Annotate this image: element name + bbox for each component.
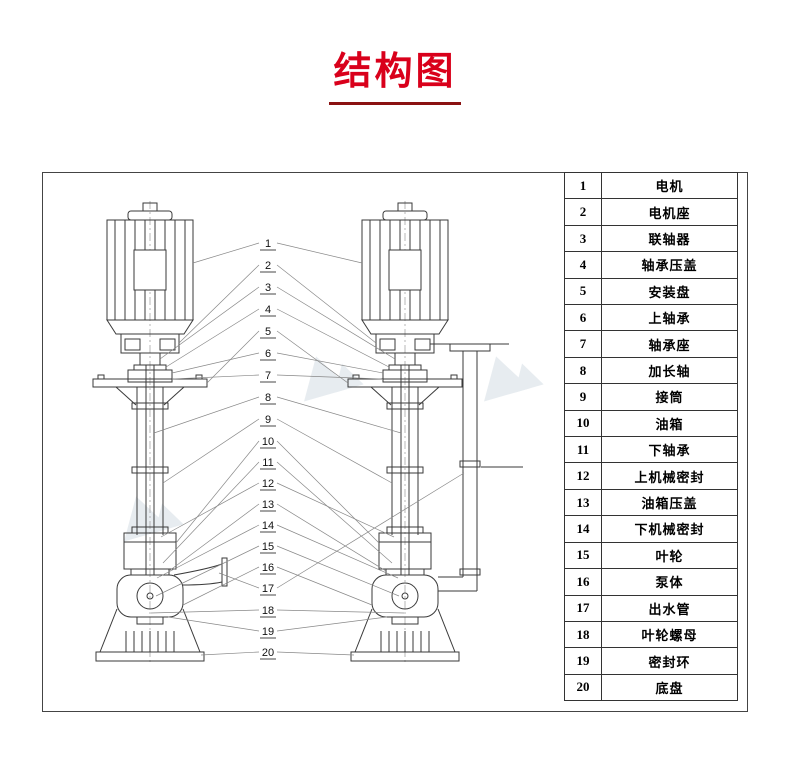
- part-number: 11: [565, 437, 602, 463]
- table-row: 4 轴承压盖: [565, 252, 737, 279]
- table-row: 11 下轴承: [565, 437, 737, 464]
- callout-number: 12: [262, 478, 274, 490]
- watermark-logo: [484, 356, 544, 402]
- table-row: 9 接筒: [565, 384, 737, 411]
- part-number: 7: [565, 331, 602, 357]
- watermark-logo: [124, 496, 184, 542]
- table-row: 15 叶轮: [565, 542, 737, 570]
- table-row: 1 电机: [565, 173, 737, 200]
- part-name: 加长轴: [648, 364, 691, 380]
- callout-number: 13: [262, 499, 274, 511]
- part-number: 12: [565, 463, 602, 489]
- callout-number: 20: [262, 647, 274, 659]
- part-name: 叶轮: [655, 548, 684, 564]
- part-name: 下机械密封: [634, 522, 705, 538]
- part-name: 上机械密封: [634, 469, 705, 485]
- table-row: 18 叶轮螺母: [565, 621, 737, 649]
- callout-number: 6: [265, 348, 271, 360]
- table-row: 2 电机座: [565, 199, 737, 226]
- table-row: 3 联轴器: [565, 225, 737, 253]
- callout-number: 19: [262, 626, 274, 638]
- table-row: 6 上轴承: [565, 305, 737, 332]
- part-number: 16: [565, 569, 602, 595]
- table-row: 14 下机械密封: [565, 516, 737, 543]
- callout-number: 1: [265, 238, 271, 250]
- part-name: 泵体: [655, 575, 684, 591]
- part-name: 叶轮螺母: [641, 628, 698, 644]
- part-name: 上轴承: [648, 311, 691, 327]
- table-row: 20 底盘: [565, 674, 737, 701]
- header: 结构图: [0, 0, 790, 105]
- part-number: 14: [565, 516, 602, 542]
- part-name: 轴承座: [648, 337, 691, 353]
- callout-number: 7: [265, 370, 271, 382]
- callout-number: 18: [262, 605, 274, 617]
- part-number: 10: [565, 410, 602, 437]
- part-name: 底盘: [655, 680, 684, 696]
- part-name: 轴承压盖: [641, 258, 698, 274]
- part-number: 13: [565, 489, 602, 516]
- part-name: 出水管: [648, 601, 691, 617]
- part-name: 电机: [655, 179, 684, 195]
- table-row: 7 轴承座: [565, 331, 737, 358]
- callout-number: 2: [265, 260, 271, 272]
- callout-number: 8: [265, 392, 271, 404]
- callout-number: 11: [262, 457, 273, 469]
- watermark-logo: [304, 356, 364, 402]
- part-number: 6: [565, 305, 602, 331]
- table-row: 10 油箱: [565, 410, 737, 438]
- callout-number: 4: [265, 304, 271, 316]
- callout-number: 16: [262, 562, 274, 574]
- part-name: 密封环: [648, 654, 691, 670]
- part-name: 下轴承: [648, 443, 691, 459]
- part-number: 1: [565, 173, 602, 199]
- part-number: 17: [565, 595, 602, 621]
- page-title: 结构图: [333, 51, 457, 93]
- part-number: 20: [565, 674, 602, 701]
- callout-number: 3: [265, 282, 271, 294]
- part-number: 8: [565, 357, 602, 384]
- part-number: 19: [565, 648, 602, 674]
- callout-number: 9: [265, 414, 271, 426]
- callout-number: 5: [265, 326, 271, 338]
- table-row: 8 加长轴: [565, 357, 737, 385]
- part-name: 油箱压盖: [641, 496, 698, 512]
- table-row: 5 安装盘: [565, 278, 737, 306]
- callout-number: 10: [262, 436, 274, 448]
- part-number: 2: [565, 199, 602, 225]
- callout-number: 14: [262, 520, 274, 532]
- table-row: 13 油箱压盖: [565, 489, 737, 517]
- part-number: 3: [565, 225, 602, 252]
- part-name: 接筒: [655, 390, 684, 406]
- callout-number: 15: [262, 541, 274, 553]
- part-number: 5: [565, 278, 602, 305]
- callout-number: 17: [262, 583, 274, 595]
- part-name: 油箱: [655, 416, 684, 432]
- part-number: 15: [565, 542, 602, 569]
- part-name: 联轴器: [648, 232, 691, 248]
- table-row: 17 出水管: [565, 595, 737, 622]
- table-row: 12 上机械密封: [565, 463, 737, 490]
- part-name: 安装盘: [648, 284, 691, 300]
- part-number: 9: [565, 384, 602, 410]
- table-row: 19 密封环: [565, 648, 737, 675]
- title-underline: [329, 102, 461, 105]
- part-number: 18: [565, 621, 602, 648]
- part-name: 电机座: [648, 205, 691, 221]
- part-number: 4: [565, 252, 602, 278]
- table-row: 16 泵体: [565, 569, 737, 596]
